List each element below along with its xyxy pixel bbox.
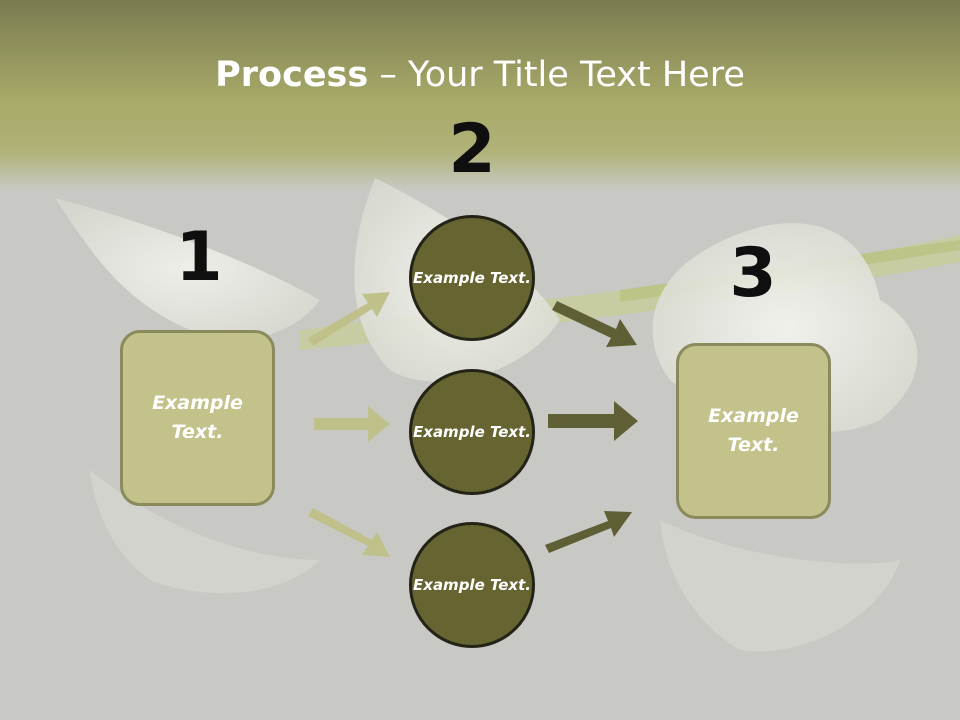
arrow-top-to-3 — [552, 301, 637, 347]
title-rest: – Your Title Text Here — [368, 55, 745, 95]
step-number-3: 3 — [729, 234, 777, 313]
step2-circle-middle: Example Text. — [409, 369, 535, 495]
step1-box: Example Text. — [120, 330, 275, 506]
step-number-1: 1 — [175, 218, 223, 297]
step2-circle-top: Example Text. — [409, 215, 535, 341]
step3-box: Example Text. — [676, 343, 831, 519]
arrow-1-to-bottom — [308, 508, 390, 557]
arrow-middle-to-3 — [548, 401, 638, 441]
arrow-1-to-middle — [314, 406, 390, 442]
step-number-2: 2 — [448, 110, 496, 189]
step2-circle-bottom: Example Text. — [409, 522, 535, 648]
slide-title: Process – Your Title Text Here — [0, 52, 960, 98]
arrow-bottom-to-3 — [545, 511, 632, 553]
title-bold: Process — [215, 55, 369, 95]
arrow-1-to-top — [308, 292, 390, 346]
